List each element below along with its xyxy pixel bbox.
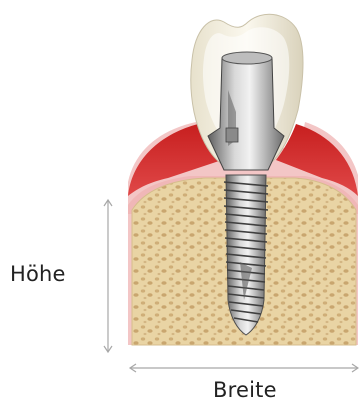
height-label: Höhe	[10, 262, 66, 286]
width-arrow	[130, 364, 358, 372]
height-arrow	[104, 200, 112, 352]
width-label: Breite	[213, 378, 277, 402]
implant-screw	[224, 175, 268, 335]
